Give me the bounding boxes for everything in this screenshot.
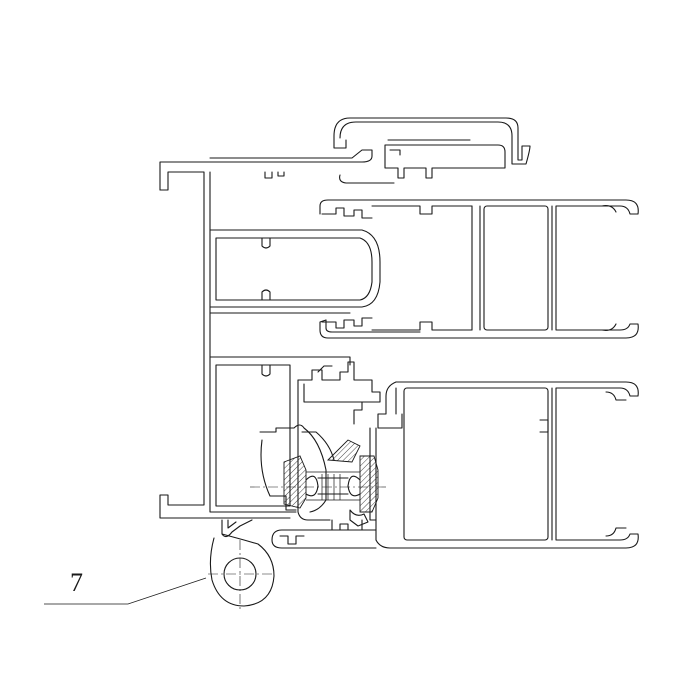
upper-sash-profile [319, 199, 639, 339]
item-7-round-part [208, 533, 275, 610]
lower-sash-profile [369, 381, 639, 549]
callout-label-7: 7 [70, 568, 83, 597]
roller-hardware [250, 439, 386, 527]
callout-leader [44, 577, 207, 605]
glazing-bead [333, 117, 531, 184]
frame-profile [159, 149, 381, 519]
threshold-profile [221, 519, 377, 549]
